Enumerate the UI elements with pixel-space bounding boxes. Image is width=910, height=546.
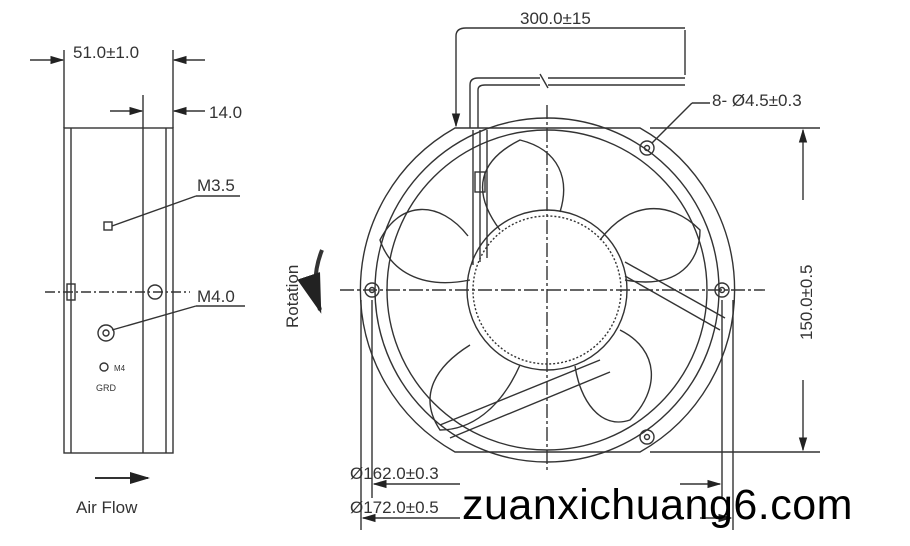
outer-diameter-dimension: Ø172.0±0.5 (350, 498, 439, 517)
depth-dimension: 14.0 (209, 103, 242, 122)
ground-label: GRD (96, 383, 117, 393)
screw-m40-label: M4.0 (197, 287, 235, 306)
side-view: 51.0±1.0 14.0 M3.5 M4.0 GRD M4 Air Flow (30, 43, 245, 517)
width-dimension: 51.0±1.0 (73, 43, 139, 62)
rotation-arrow-icon (297, 249, 324, 314)
lead-length-dimension: 300.0±15 (520, 9, 591, 28)
screw-m35-label: M3.5 (197, 176, 235, 195)
airflow-label: Air Flow (76, 498, 138, 517)
rotation-label: Rotation (283, 265, 302, 328)
mount-holes-dimension: 8- Ø4.5±0.3 (712, 91, 802, 110)
front-view: 300.0±15 8- Ø4.5±0.3 150.0±0.5 Ø162.0±0.… (283, 9, 820, 530)
watermark: zuanxichuang6.com (462, 481, 853, 529)
inner-diameter-dimension: Ø162.0±0.3 (350, 464, 439, 483)
fan-blades (379, 139, 726, 439)
hole-spacing-dimension: 150.0±0.5 (797, 264, 816, 340)
ground-screw-label: M4 (114, 364, 126, 373)
